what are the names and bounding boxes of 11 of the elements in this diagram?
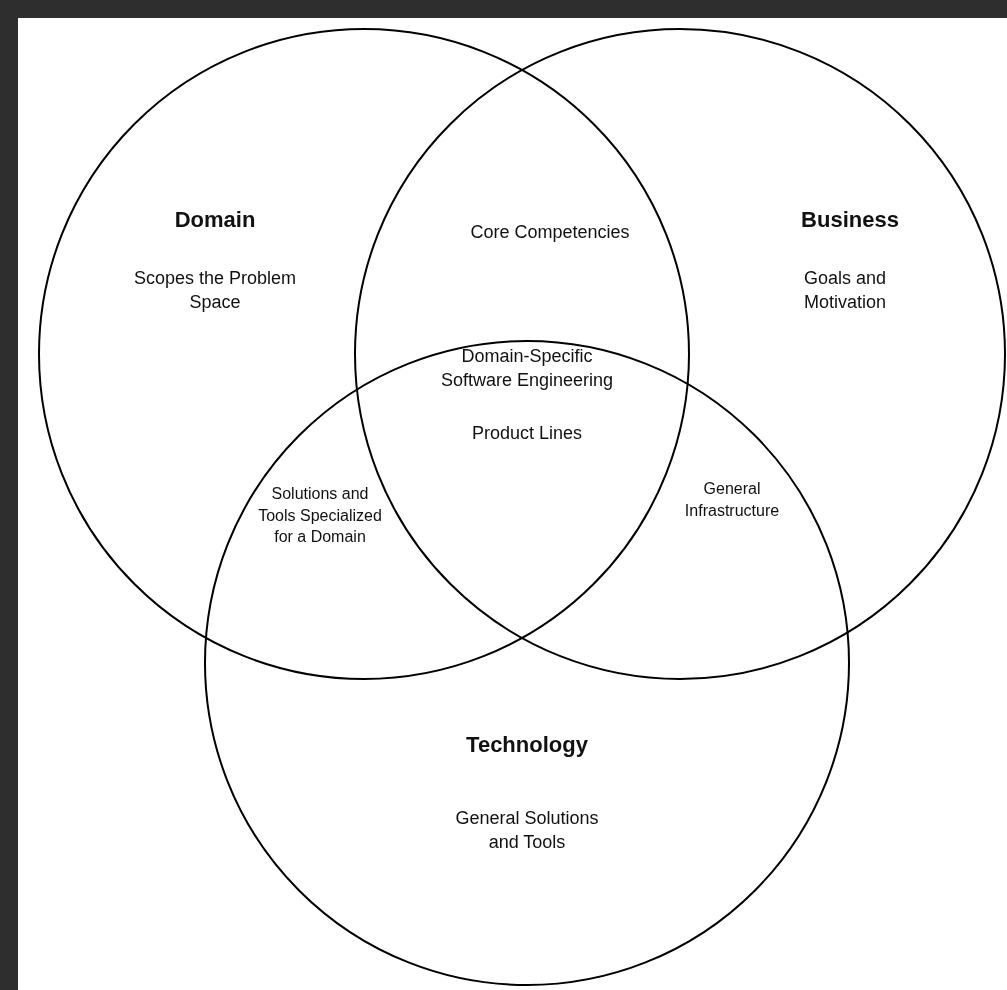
circle-title: Technology [466, 731, 588, 760]
overlap-label: Domain-Specific Software Engineering [439, 344, 615, 392]
circle-title: Domain [174, 206, 256, 235]
circle-description: Goals and Motivation [802, 266, 888, 314]
overlap-label: General Infrastructure [683, 479, 781, 521]
overlap-label: Product Lines [470, 421, 584, 445]
circle-description: Scopes the Problem Space [132, 266, 298, 314]
overlap-label: Solutions and Tools Specialized for a Domain [257, 483, 383, 547]
circle-title: Business [801, 206, 899, 235]
circle-description: General Solutions and Tools [454, 806, 600, 854]
overlap-label: Core Competencies [470, 220, 630, 244]
